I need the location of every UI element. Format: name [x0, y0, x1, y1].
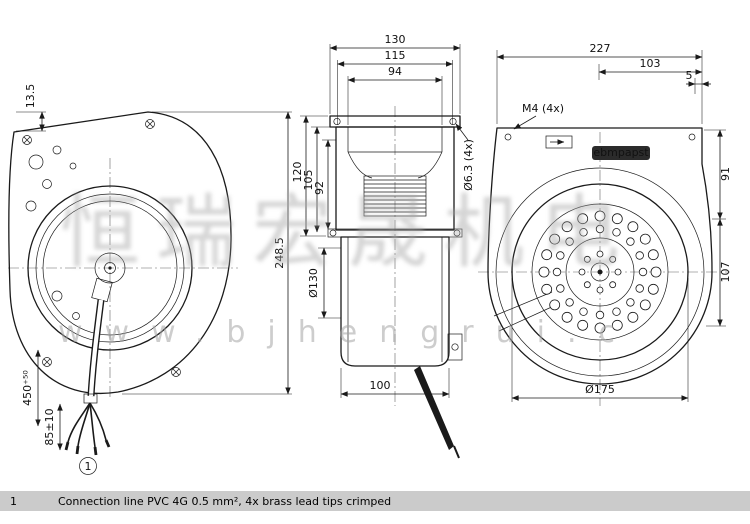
dim-rear-lower-height: 107 — [719, 262, 732, 283]
side-view: 130 115 94 120 105 92 Ø130 Ø6.3 (4x) 100 — [291, 33, 475, 459]
watermark-cjk-text: 恒瑞宏晟机电 — [60, 186, 636, 279]
footer-note: Connection line PVC 4G 0.5 mm², 4x brass… — [58, 495, 391, 508]
watermark-url-text: www.bjhengrui.c — [58, 315, 637, 350]
dim-cable-length: 450⁺⁵⁰ — [21, 370, 34, 406]
dim-rear-upper-height: 91 — [719, 167, 732, 181]
brand-badge — [592, 146, 650, 160]
dim-side-width-outer: 130 — [385, 33, 406, 46]
dim-side-depth: 100 — [370, 379, 391, 392]
dim-mounting-screw: M4 (4x) — [522, 102, 564, 115]
dim-rear-offset: 103 — [640, 57, 661, 70]
rotation-badge — [545, 135, 573, 149]
dim-impeller-diameter: Ø175 — [585, 383, 615, 396]
casing-holes — [25, 145, 80, 320]
watermark: 恒瑞宏晟机电 www.bjhengrui.c — [58, 186, 637, 350]
dim-rear-edge: 5 — [686, 69, 693, 82]
footer-index: 1 — [10, 495, 17, 508]
cable-gland — [91, 277, 113, 303]
dim-outlet-diameter: Ø130 — [307, 268, 320, 298]
footer-background — [0, 491, 750, 511]
lead-wires — [64, 402, 111, 456]
dim-front-top-offset: 13.5 — [24, 84, 37, 109]
dim-side-height-mid: 105 — [302, 170, 315, 191]
dim-strip-length: 85±10 — [43, 408, 56, 445]
footer-bar: 1 Connection line PVC 4G 0.5 mm², 4x bra… — [0, 491, 750, 511]
dim-flange-hole: Ø6.3 (4x) — [462, 139, 475, 191]
front-view: 1 13.5 248.5 450⁺⁵⁰ 85±10 — [8, 84, 292, 475]
dim-side-height-outer: 120 — [291, 162, 304, 183]
dim-side-width-mid: 115 — [385, 49, 406, 62]
callout-circle — [79, 457, 97, 475]
rear-view: ebmpapst M4 (4x) 227 103 5 91 107 Ø175 — [478, 42, 732, 406]
callout-1-label: 1 — [85, 460, 92, 473]
brand-logo-label: ebmpapst — [593, 146, 649, 159]
dim-rear-width: 227 — [590, 42, 611, 55]
impeller-grille — [364, 179, 426, 213]
dim-side-height-inner: 92 — [313, 181, 326, 195]
dim-front-height: 248.5 — [273, 237, 286, 269]
power-cord — [414, 366, 454, 450]
dim-side-width-inner: 94 — [388, 65, 402, 78]
rotor-vent-holes — [538, 210, 662, 334]
screw-icon — [22, 119, 181, 377]
